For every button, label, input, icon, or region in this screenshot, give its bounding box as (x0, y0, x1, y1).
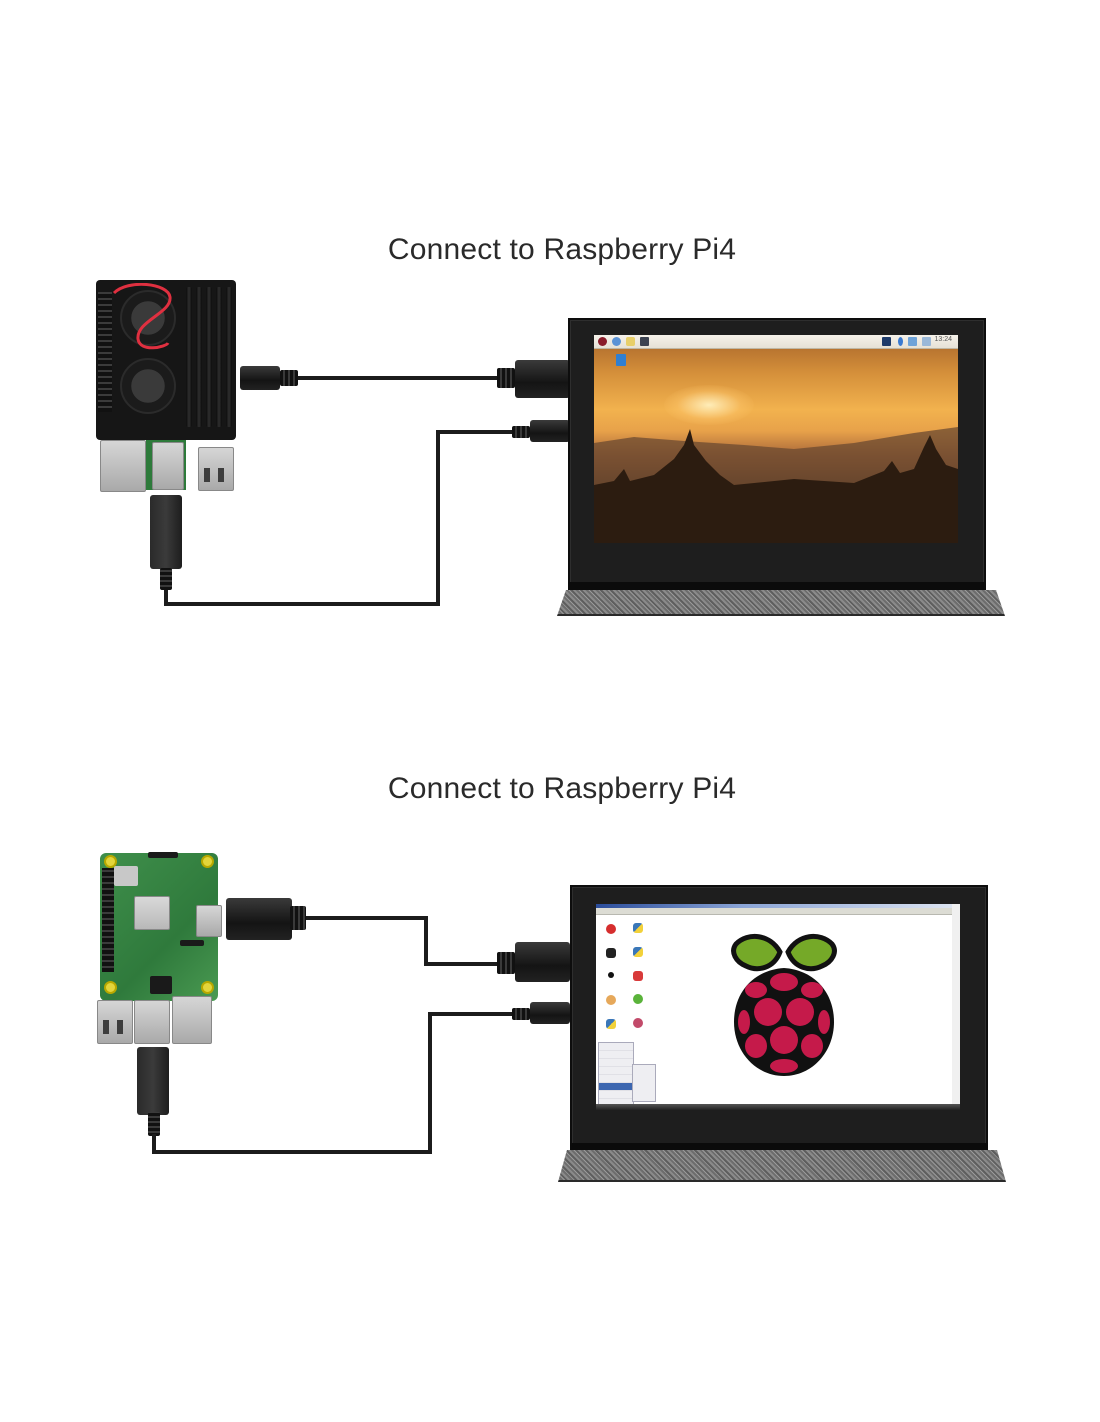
desktop-taskbar: 13:24 (594, 335, 958, 349)
section-2-title: Connect to Raspberry Pi4 (387, 772, 737, 805)
python3-idle-icon[interactable] (633, 947, 643, 957)
fan-wire-icon (112, 283, 172, 350)
ethernet-port (100, 440, 146, 492)
bottom-taskbar (596, 1104, 960, 1110)
fan-icon (120, 358, 176, 414)
vnc-icon[interactable] (882, 337, 891, 346)
wolfram-icon[interactable] (608, 972, 614, 978)
python-games-icon[interactable] (606, 1019, 616, 1029)
taskbar-clock: 13:24 (934, 336, 952, 343)
network-icon[interactable] (908, 337, 917, 346)
terminal-icon[interactable] (640, 337, 649, 346)
monitor-stand (558, 1150, 1006, 1182)
raspberry-pi-logo (731, 934, 837, 1076)
mathematica-icon[interactable] (606, 924, 616, 934)
usb-port (134, 1000, 170, 1044)
midori-icon[interactable] (633, 994, 643, 1004)
monitor-screen-desktop (596, 904, 960, 1110)
window-toolbar (596, 908, 960, 915)
python-idle-icon[interactable] (633, 923, 643, 933)
debian-reference-icon[interactable] (633, 1018, 643, 1028)
section-1-title: Connect to Raspberry Pi4 (387, 233, 737, 266)
trash-icon[interactable] (616, 354, 626, 366)
ethernet-port (172, 996, 212, 1044)
window-titlebar (596, 904, 960, 908)
monitor-screen-desktop: 13:24 (594, 335, 958, 543)
pi-store-icon[interactable] (633, 971, 643, 981)
fan-icon (120, 290, 176, 346)
raspberry-berries (738, 973, 830, 1073)
folder-icon[interactable] (626, 337, 635, 346)
bluetooth-icon[interactable] (898, 337, 903, 346)
submenu[interactable] (632, 1064, 656, 1102)
soc-chip (134, 896, 170, 930)
usb3-port (152, 442, 184, 490)
browser-icon[interactable] (612, 337, 621, 346)
raspberry-menu-icon[interactable] (598, 337, 607, 346)
start-menu[interactable] (598, 1042, 634, 1107)
volume-icon[interactable] (922, 337, 931, 346)
temple-silhouette-icon (594, 427, 958, 543)
games-icon[interactable] (606, 995, 616, 1005)
scratch-icon[interactable] (606, 948, 616, 958)
hdmi-port (196, 905, 222, 937)
monitor-stand (557, 590, 1005, 616)
